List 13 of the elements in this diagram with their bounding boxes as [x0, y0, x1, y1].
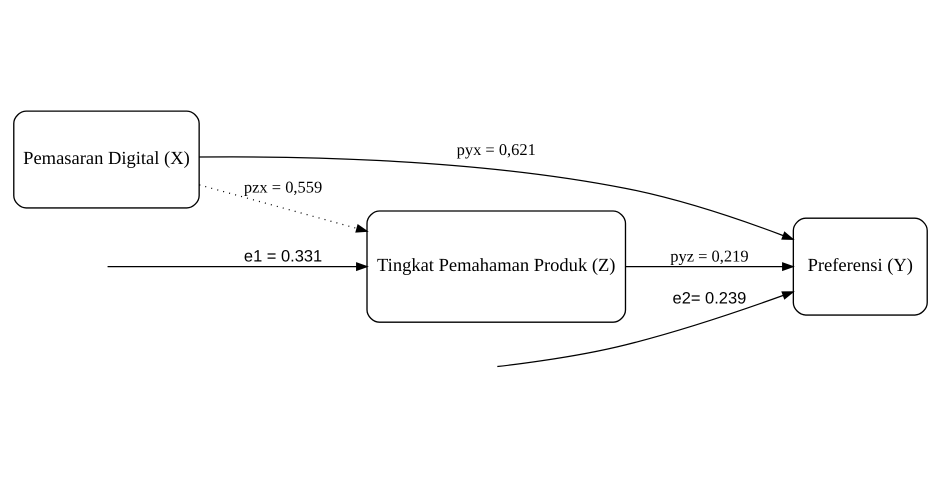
edge-label: pzx = 0,559 [244, 176, 322, 196]
edge-label: pyx = 0,621 [456, 140, 536, 159]
arrow [626, 262, 795, 271]
arrow [199, 184, 369, 232]
node-box: Tingkat Pemahaman Produk (Z) [366, 210, 626, 322]
edge-label: e2= 0.239 [672, 288, 746, 307]
arrow [199, 156, 795, 240]
node-box: Pemasaran Digital (X) [13, 110, 200, 208]
node-box: Preferensi (Y) [792, 217, 928, 316]
arrow [108, 262, 369, 271]
edge-label: e1 = 0.331 [244, 246, 322, 265]
arrow [497, 290, 795, 367]
edge-label: pyz = 0,219 [670, 246, 749, 265]
